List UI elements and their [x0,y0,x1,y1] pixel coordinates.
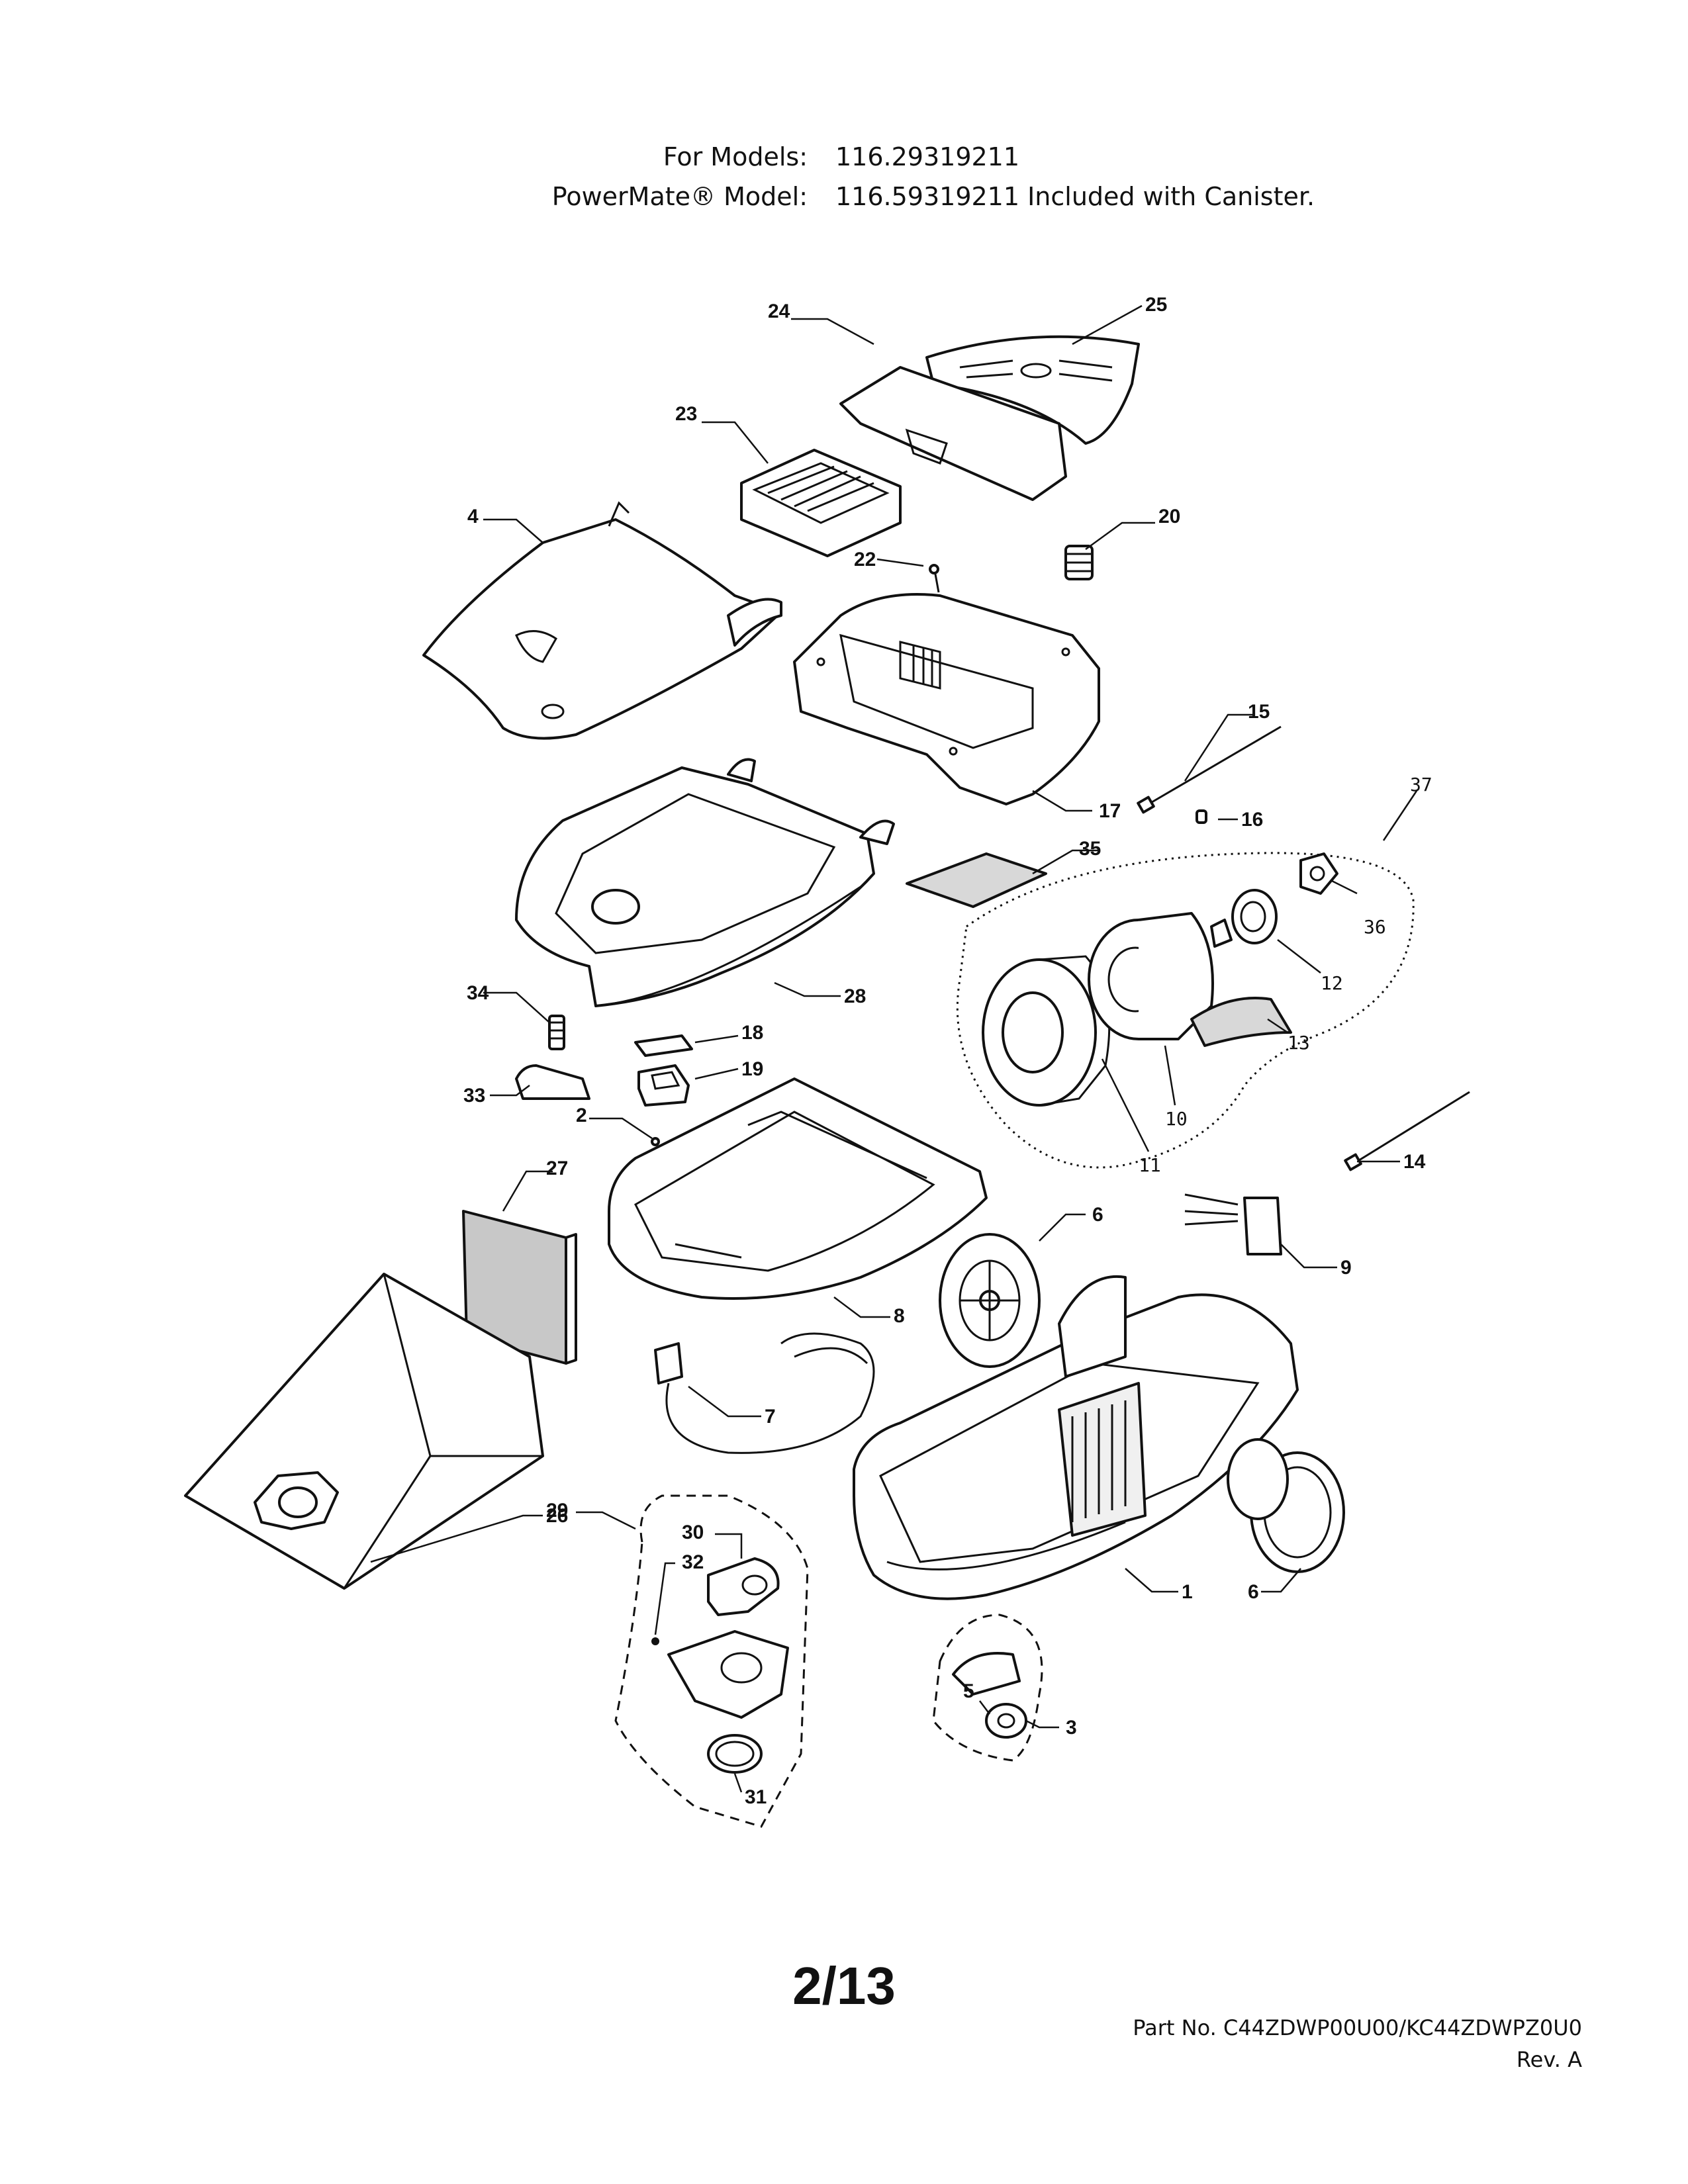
label-26: 26 [546,1505,568,1527]
part-35-prefilter [906,852,1047,908]
models-value: 116.29319211 [835,142,1020,171]
part-37-motor-assembly-outline [956,852,1415,1169]
part-33-latch [515,1064,590,1100]
part-6-wheel-right [1227,1438,1345,1573]
label-35: 35 [1079,838,1101,860]
part-9-switch [1184,1193,1282,1255]
revision: Rev. A [1516,2047,1582,2072]
part-1-canister-base [853,1275,1299,1600]
label-8: 8 [894,1305,905,1327]
label-36: 36 [1364,916,1386,938]
part-bag-holder [667,1630,789,1719]
part-25-top-grille [925,335,1140,445]
label-11: 11 [1139,1154,1161,1176]
label-7: 7 [765,1406,776,1428]
part-7-power-cord [654,1332,875,1454]
part-10-motor [1088,912,1233,1040]
part-18-label [634,1034,693,1057]
label-4: 4 [467,506,479,527]
part-27-exhaust-filter [462,1210,577,1365]
part-16-small-screw [1196,809,1207,824]
label-27: 27 [546,1158,568,1179]
part-31-seal [707,1734,763,1774]
label-33: 33 [463,1085,485,1107]
part-28-bag-tray [515,758,895,1007]
part-4-bag-cover [422,501,782,740]
label-15: 15 [1248,701,1270,723]
part-29-bag-holder-group [614,1494,809,1828]
part-32-pin [651,1637,659,1645]
leader-lines [370,304,1418,1793]
label-17: 17 [1099,800,1121,822]
label-13: 13 [1288,1032,1310,1054]
label-37: 37 [1410,774,1432,796]
label-18: 18 [741,1022,763,1044]
label-3: 3 [1066,1717,1077,1739]
part-6-wheel-left [939,1233,1041,1368]
powermate-label: PowerMate® Model: [551,182,808,211]
part-36-connector [1299,852,1338,895]
part-12-motor-ring [1231,889,1278,944]
part-8-lid-frame [608,1077,988,1300]
label-32: 32 [682,1551,704,1573]
label-28: 28 [844,985,866,1007]
label-31: 31 [745,1786,767,1808]
label-25: 25 [1145,294,1167,316]
label-2: 2 [576,1105,587,1126]
label-23: 23 [675,403,697,425]
part-20-spring [1064,545,1094,580]
label-6-lower: 6 [1248,1581,1259,1603]
page-footer: Part No. C44ZDWP00U00/KC44ZDWPZ0U0 Rev. … [1133,2012,1582,2075]
part-19-button [637,1064,690,1107]
label-12: 12 [1321,972,1343,994]
label-10: 10 [1165,1108,1188,1130]
part-23-filter [740,449,902,557]
label-14: 14 [1403,1151,1426,1173]
label-9: 9 [1340,1257,1352,1279]
part-30-clip [707,1557,780,1616]
part-24-cover [839,366,1067,501]
part-34-spring [548,1015,565,1050]
part-14-cable-tie [1344,1091,1470,1171]
page-number: 2/13 [792,1956,896,2015]
label-20: 20 [1158,506,1180,527]
part-26-dust-bag [184,1273,544,1590]
label-29: 29 [546,1500,568,1522]
label-24: 24 [768,300,790,322]
label-6-upper: 6 [1092,1204,1103,1226]
label-30: 30 [682,1522,704,1543]
label-16: 16 [1241,809,1263,831]
label-34: 34 [467,982,489,1004]
part-number: Part No. C44ZDWP00U00/KC44ZDWPZ0U0 [1133,2015,1582,2040]
part-3-caster-group [932,1614,1043,1762]
part-15-cable-tie [1137,725,1282,814]
label-5: 5 [963,1680,974,1702]
part-22-screw [929,564,940,593]
part-11-motor-gasket [982,955,1111,1107]
part-2-screw [651,1137,660,1146]
powermate-value: 116.59319211 Included with Canister. [835,182,1315,211]
models-label: For Models: [663,142,808,171]
part-17-upper-housing [793,593,1100,805]
label-1: 1 [1182,1581,1193,1603]
label-22: 22 [854,549,876,570]
label-19: 19 [741,1058,763,1080]
part-13-insulation [1190,997,1292,1047]
